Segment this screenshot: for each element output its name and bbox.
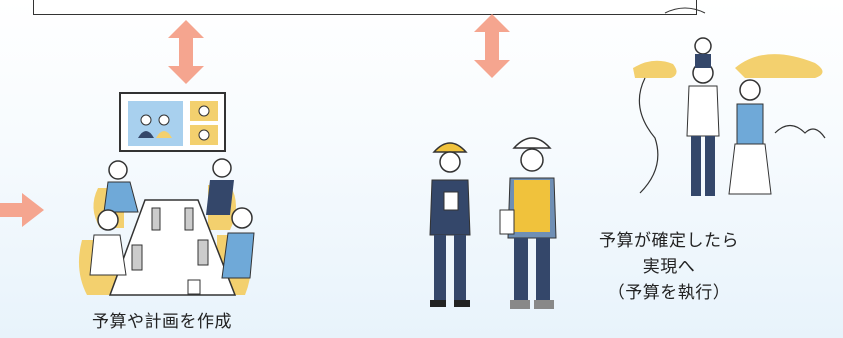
- top-text-box: [33, 0, 697, 15]
- construction-caption: 予算が確定したら 実現へ （予算を執行）: [580, 228, 758, 306]
- worker-woman: [430, 143, 470, 307]
- meeting-caption: 予算や計画を作成: [92, 307, 232, 332]
- meeting-room-illustration: [70, 90, 280, 305]
- family-scenery-illustration: [625, 18, 835, 203]
- left-arrow-icon: [0, 190, 50, 230]
- double-arrow-icon: [472, 14, 512, 78]
- caption-line: 実現へ: [580, 254, 758, 280]
- worker-man: [500, 138, 556, 309]
- caption-line: （予算を執行）: [580, 280, 758, 306]
- double-arrow-icon: [166, 20, 206, 84]
- video-conference-screen: [120, 93, 225, 151]
- construction-workers-illustration: [410, 130, 570, 315]
- caption-line: 予算が確定したら: [580, 228, 758, 254]
